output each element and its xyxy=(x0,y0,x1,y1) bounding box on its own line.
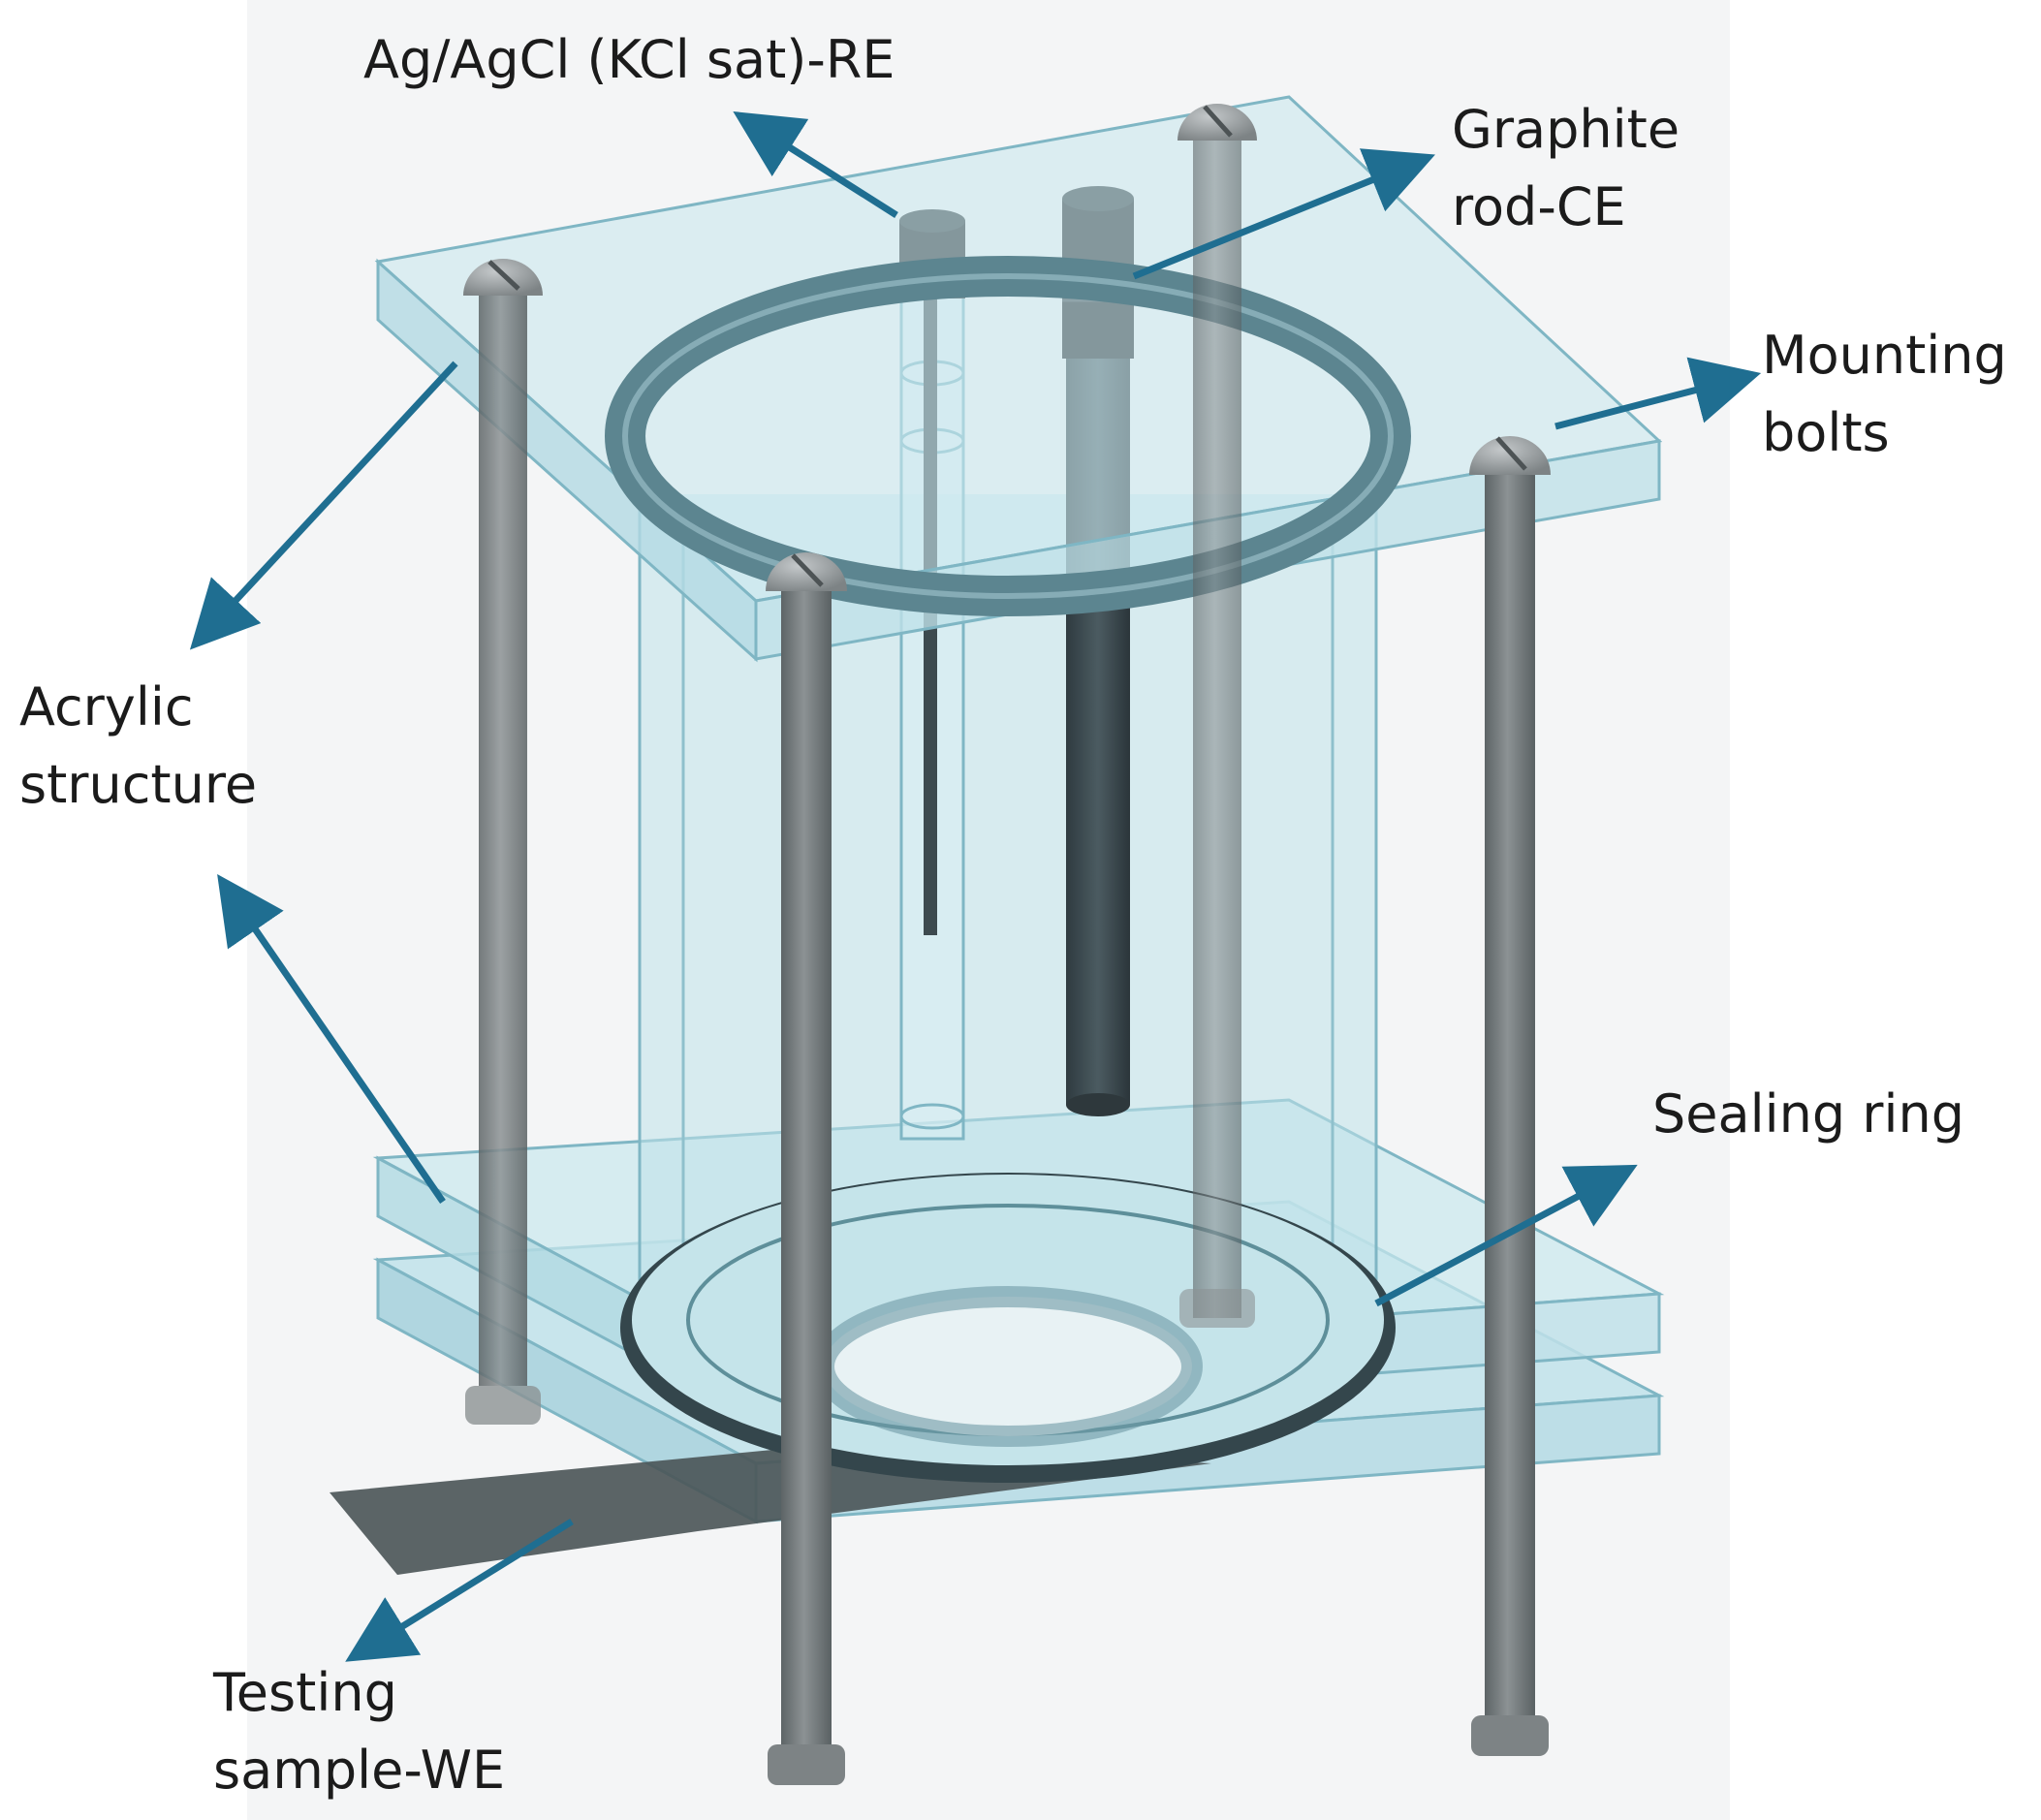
arrow-sealing-ring xyxy=(1374,1164,1638,1307)
arrow-acrylic-structure-bottom xyxy=(217,873,446,1204)
label-acrylic-structure: Acrylic structure xyxy=(19,676,257,815)
top-ring xyxy=(605,256,1411,616)
label-sealing-ring: Sealing ring xyxy=(1652,1083,1964,1145)
label-testing-sample: Testing sample-WE xyxy=(212,1662,505,1801)
bolt-front-right xyxy=(1469,436,1551,1756)
arrow-testing-sample xyxy=(345,1519,574,1662)
arrow-reference-electrode xyxy=(733,110,898,218)
label-graphite-rod: Graphite rod-CE xyxy=(1452,99,1696,237)
sealing-ring xyxy=(620,1173,1396,1483)
bolt-back-right xyxy=(1178,104,1257,1328)
label-reference-electrode: Ag/AgCl (KCl sat)-RE xyxy=(363,29,895,90)
arrow-mounting-bolts xyxy=(1554,357,1762,430)
arrow-graphite-rod xyxy=(1132,148,1435,280)
label-mounting-bolts: Mounting bolts xyxy=(1762,325,2024,463)
bolt-back-left xyxy=(463,259,543,1425)
arrow-acrylic-structure-top xyxy=(189,361,458,650)
bolt-front-left xyxy=(766,552,847,1785)
